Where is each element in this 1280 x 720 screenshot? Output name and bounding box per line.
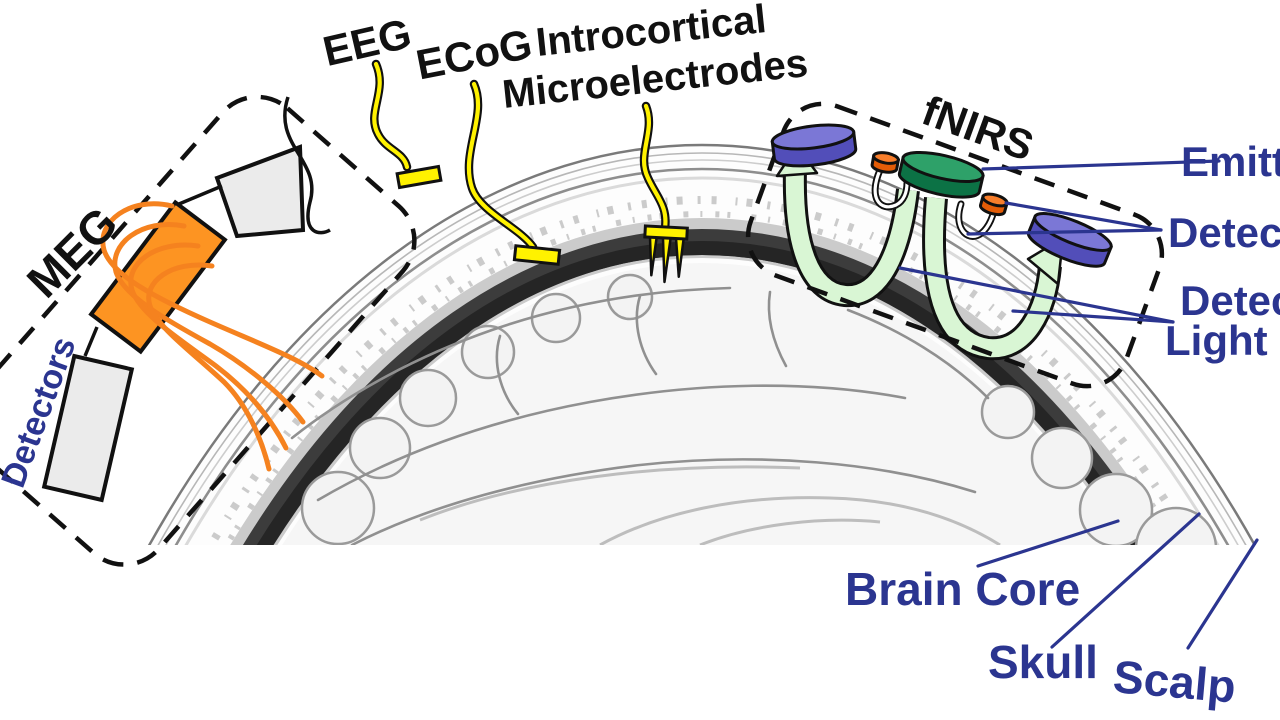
microelectrode-fork: [643, 224, 689, 284]
intracortical-microelectrode: [639, 101, 689, 284]
meg-connector-top: [178, 184, 223, 206]
pointer-lines: [898, 159, 1259, 650]
meg-assembly: [41, 96, 331, 503]
brain-sketch-illustration: [148, 144, 1256, 545]
meg-dashed-outline: [0, 94, 417, 567]
meg-connector-bottom: [83, 326, 99, 357]
light-path-pointer-line-b: [1011, 309, 1175, 324]
ecog-brain-pad: [512, 244, 562, 266]
detector-label: Detector: [1168, 209, 1280, 256]
light-path-pointer-line-a: [898, 266, 1175, 324]
detector-pointer-line-a: [1004, 201, 1163, 232]
eeg-label: EEG: [319, 9, 416, 75]
inner-dark-band: [230, 218, 1174, 545]
skull-pointer-line: [1050, 512, 1201, 649]
skull-label: Skull: [988, 636, 1098, 688]
meg-housing-curve: [283, 96, 331, 235]
scalp-pointer-line: [1186, 538, 1259, 650]
detected-light-path-label-line2: Light Path: [1165, 317, 1280, 364]
brain-core-label: Brain Core: [845, 563, 1080, 615]
fnirs-connector-left: [870, 151, 901, 174]
brain-core-pointer-line: [976, 519, 1120, 568]
detected-light-path-label-line1: Detected: [1180, 277, 1280, 324]
emitter-pointer-line: [981, 159, 1221, 171]
ecog-electrode: [464, 79, 562, 266]
meg-field-lines: [100, 201, 325, 472]
skull-layer: [206, 196, 1198, 545]
emitter-label: Emitter: [1181, 138, 1280, 185]
fnirs-light-paths: [775, 144, 1065, 361]
eeg-electrode: [370, 59, 443, 190]
fnirs-detector-disc-left: [770, 123, 858, 168]
fnirs-dashed-outline: [745, 101, 1165, 389]
fnirs-connector-right: [978, 192, 1009, 217]
eeg-scalp-pad: [395, 164, 443, 190]
brain-cortex: [282, 263, 1218, 545]
scalp-label: Scalp: [1111, 650, 1238, 712]
detector-pointer-line-b: [966, 228, 1163, 236]
fnirs-emitter-disc: [897, 150, 985, 199]
fnirs-assembly: [770, 123, 1113, 268]
meg-detector-unit: [41, 353, 135, 503]
meg-sensor-housing: [214, 144, 306, 239]
